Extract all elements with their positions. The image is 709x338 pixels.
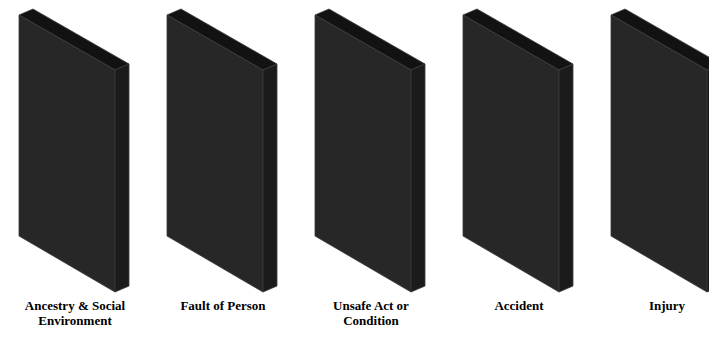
domino-face — [263, 64, 277, 292]
domino-face — [115, 64, 129, 292]
domino-face — [707, 64, 709, 292]
domino: Fault of Person — [158, 0, 288, 338]
domino-slab — [18, 8, 132, 298]
domino-slab — [314, 8, 428, 298]
domino-label: Ancestry & Social Environment — [10, 298, 140, 328]
domino-slab — [610, 8, 709, 298]
domino-slab — [166, 8, 280, 298]
domino-face — [411, 64, 425, 292]
domino-label: Accident — [454, 298, 584, 313]
domino-face — [315, 15, 411, 292]
domino-label: Fault of Person — [158, 298, 288, 313]
domino-face — [559, 64, 573, 292]
domino-label: Unsafe Act or Condition — [306, 298, 436, 328]
domino-face — [167, 15, 263, 292]
domino-label: Injury — [602, 298, 709, 313]
domino-face — [463, 15, 559, 292]
domino: Ancestry & Social Environment — [10, 0, 140, 338]
domino-face — [611, 15, 707, 292]
domino: Unsafe Act or Condition — [306, 0, 436, 338]
domino-slab — [462, 8, 576, 298]
domino-face — [19, 15, 115, 292]
domino: Accident — [454, 0, 584, 338]
domino: Injury — [602, 0, 709, 338]
